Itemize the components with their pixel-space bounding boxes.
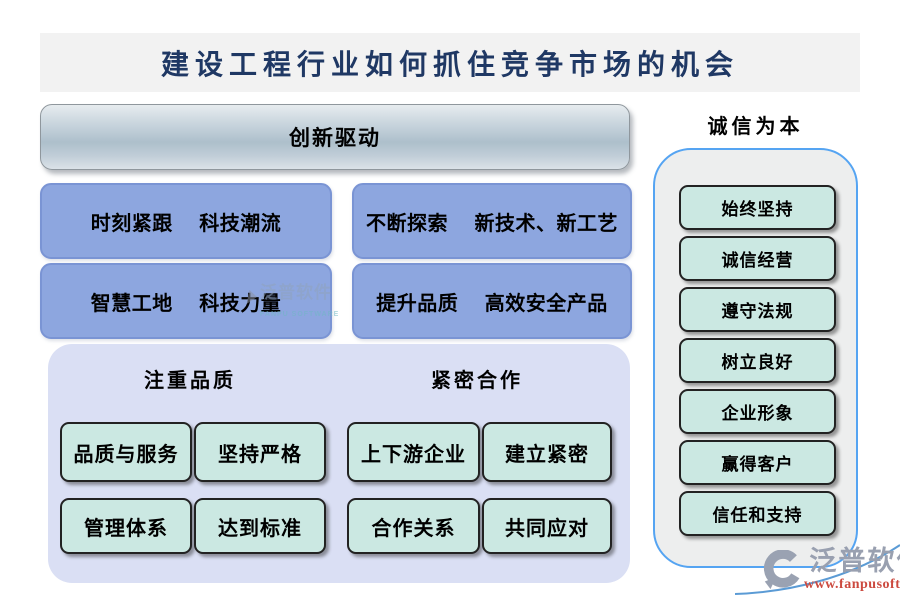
integrity-item-label: 企业形象 (721, 404, 794, 423)
integrity-heading: 诚信为本 (707, 116, 804, 138)
innovation-box-quality-product: 提升品质 高效安全产品 (352, 263, 632, 339)
cooperation-item-label: 上下游企业 (361, 443, 466, 466)
cooperation-item: 合作关系 (347, 498, 480, 554)
quality-item-label: 达到标准 (218, 517, 302, 540)
cooperation-item-label: 建立紧密 (505, 443, 589, 466)
quality-item: 达到标准 (194, 498, 326, 554)
fanpu-logo-url: www.fanpusoft.com (804, 577, 900, 592)
cooperation-item: 上下游企业 (347, 422, 480, 482)
integrity-item: 遵守法规 (679, 287, 836, 332)
fanpu-logo-name: 泛普软件 (809, 546, 900, 576)
quality-item: 管理体系 (60, 498, 192, 554)
innovation-box-smart-site: 智慧工地 科技力量 (40, 263, 332, 339)
cooperation-item: 共同应对 (482, 498, 612, 554)
fanpu-logo: 泛普软件 www.fanpusoft.com (760, 546, 900, 593)
innovation-box-new-tech: 不断探索 新技术、新工艺 (352, 183, 632, 259)
title-banner: 建设工程行业如何抓住竞争市场的机会 (40, 33, 860, 92)
cooperation-item: 建立紧密 (482, 422, 612, 482)
integrity-item-label: 赢得客户 (721, 455, 794, 474)
integrity-item: 赢得客户 (679, 440, 836, 485)
integrity-item: 企业形象 (679, 389, 836, 434)
integrity-item-label: 诚信经营 (721, 251, 794, 270)
quality-item-label: 坚持严格 (218, 443, 302, 466)
integrity-item: 信任和支持 (679, 491, 836, 536)
innovation-box-label: 智慧工地 科技力量 (90, 292, 282, 315)
innovation-box-tech-trend: 时刻紧跟 科技潮流 (40, 183, 332, 259)
innovation-header-bar: 创新驱动 (40, 104, 630, 170)
integrity-item-label: 始终坚持 (721, 200, 794, 219)
quality-item-label: 管理体系 (84, 517, 168, 540)
cooperation-item-label: 合作关系 (371, 517, 456, 540)
fanpu-logo-icon (763, 550, 800, 590)
innovation-box-label: 不断探索 新技术、新工艺 (365, 212, 619, 235)
innovation-box-label: 时刻紧跟 科技潮流 (90, 212, 282, 235)
group-heading-cooperation: 紧密合作 (431, 370, 523, 392)
group-heading-quality: 注重品质 (144, 370, 236, 392)
page-title: 建设工程行业如何抓住竞争市场的机会 (160, 48, 739, 80)
innovation-header-label: 创新驱动 (289, 127, 381, 150)
swoosh-line (735, 544, 900, 595)
integrity-item: 始终坚持 (679, 185, 836, 230)
quality-item: 坚持严格 (194, 422, 326, 482)
integrity-item: 诚信经营 (679, 236, 836, 281)
quality-item-label: 品质与服务 (73, 443, 179, 466)
integrity-item-label: 树立良好 (721, 353, 794, 372)
integrity-item-label: 信任和支持 (712, 506, 803, 525)
innovation-box-label: 提升品质 高效安全产品 (376, 292, 608, 315)
integrity-item: 树立良好 (679, 338, 836, 383)
cooperation-item-label: 共同应对 (505, 517, 589, 540)
integrity-item-label: 遵守法规 (721, 302, 794, 321)
quality-item: 品质与服务 (60, 422, 192, 482)
